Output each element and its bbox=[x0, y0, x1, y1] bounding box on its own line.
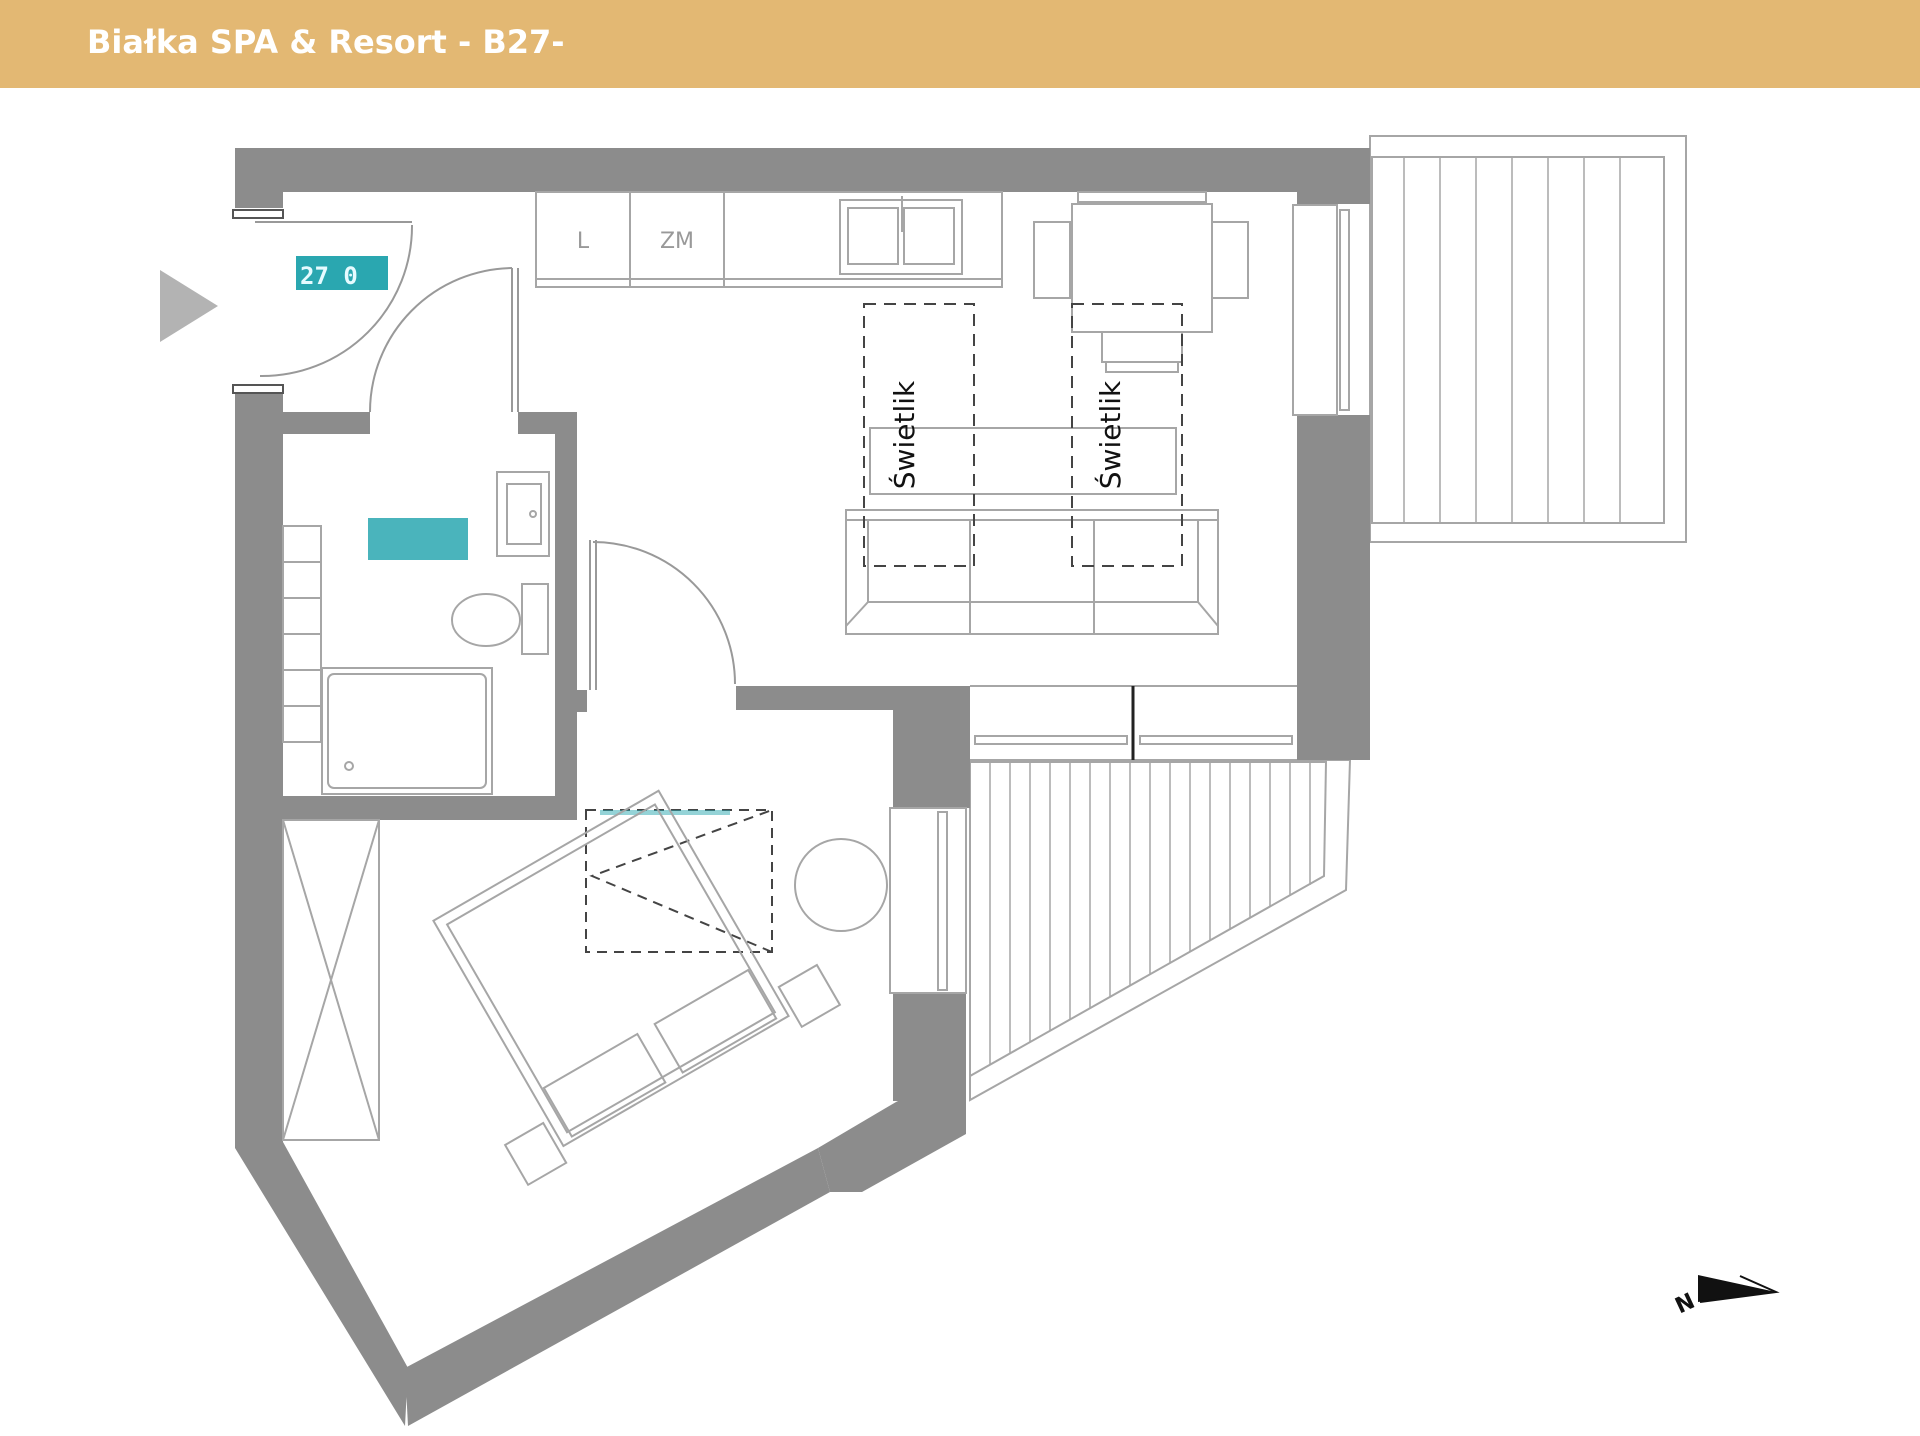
round-table bbox=[794, 838, 888, 932]
bathroom-fixtures bbox=[282, 471, 550, 795]
walls bbox=[235, 148, 1370, 1426]
dining-table bbox=[1071, 203, 1213, 333]
bathtub bbox=[321, 667, 493, 795]
wardrobe bbox=[282, 819, 380, 1141]
right-wall-lower bbox=[1297, 415, 1370, 760]
hall-right-wall-stub bbox=[577, 690, 587, 712]
bathroom-door bbox=[369, 267, 519, 413]
top-wall bbox=[235, 148, 1370, 192]
skylight-1-outline bbox=[863, 303, 975, 567]
sofa bbox=[845, 509, 1219, 635]
upper-balcony bbox=[1369, 135, 1687, 543]
bedroom-top-pier bbox=[893, 686, 970, 808]
fridge-label: L bbox=[577, 229, 590, 254]
svg-text:27 0: 27 0 bbox=[300, 262, 358, 290]
upper-balcony-decking bbox=[1403, 157, 1621, 523]
bottom-diagonal-wall bbox=[405, 1148, 830, 1426]
lower-balcony bbox=[969, 759, 1352, 1102]
kitchen bbox=[535, 191, 1003, 288]
bedroom-right-wall bbox=[893, 993, 966, 1101]
bed bbox=[432, 789, 842, 1187]
north-label: N bbox=[1672, 1289, 1699, 1319]
bathroom-top-wall-left bbox=[283, 412, 370, 434]
right-wall-upper bbox=[1297, 148, 1370, 204]
lower-balcony-decking bbox=[989, 762, 1311, 1064]
freezer-label: ZM bbox=[660, 229, 694, 254]
skylights bbox=[863, 303, 1183, 567]
top-left-wall bbox=[235, 148, 283, 208]
skylight-2-label: Świetlik bbox=[1093, 380, 1127, 489]
dining-set bbox=[1033, 191, 1249, 373]
entrance: 27 0 bbox=[160, 209, 414, 394]
bathroom-bottom-wall bbox=[283, 796, 577, 820]
toilet bbox=[451, 593, 521, 647]
skylight-2-outline bbox=[1071, 303, 1183, 567]
north-arrow-icon bbox=[1698, 1275, 1776, 1302]
room-number-sign bbox=[296, 256, 388, 290]
page-title: Białka SPA & Resort - B27- bbox=[87, 23, 565, 61]
bathroom-right-wall bbox=[555, 412, 577, 820]
entrance-arrow-icon bbox=[160, 270, 218, 342]
bathroom-mirror bbox=[368, 518, 468, 560]
sink bbox=[496, 471, 550, 557]
interior-lines bbox=[889, 204, 1350, 994]
bedroom-door bbox=[589, 540, 736, 690]
outer-left-wall bbox=[235, 390, 408, 1426]
header-bar: Białka SPA & Resort - B27- bbox=[0, 0, 1920, 88]
entrance-door-swing bbox=[259, 224, 414, 378]
skylight-1-label: Świetlik bbox=[887, 380, 921, 489]
north-indicator: N bbox=[1672, 1275, 1780, 1319]
loft-hatch bbox=[585, 809, 773, 953]
